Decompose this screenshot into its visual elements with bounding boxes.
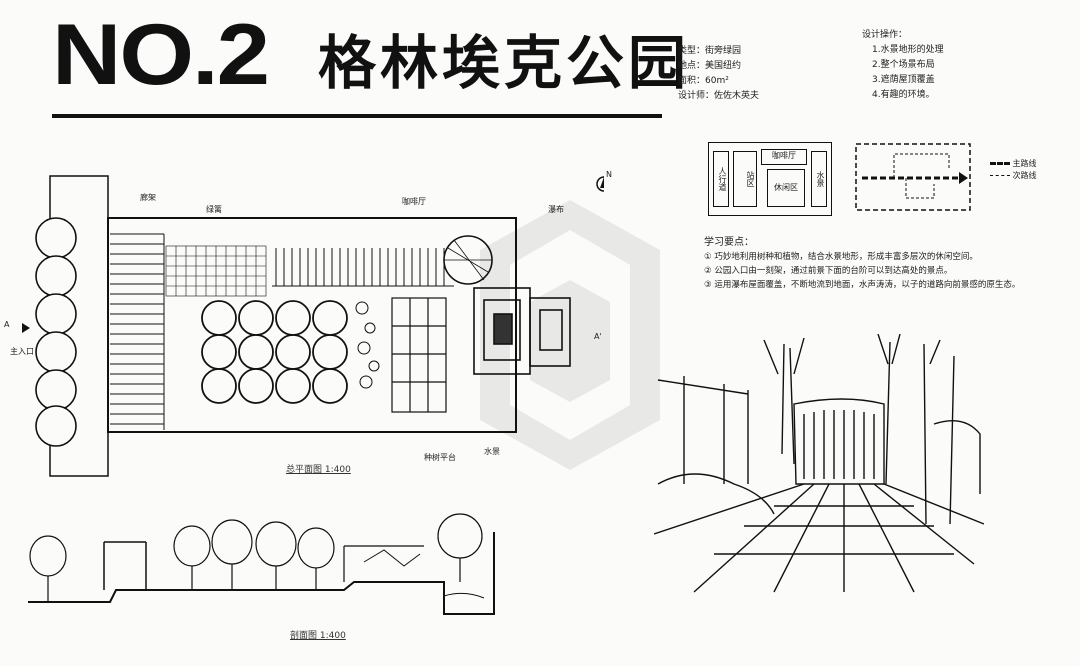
design-point: 3.遮荫屋顶覆盖 — [872, 75, 935, 85]
label-section-a: A — [4, 320, 10, 329]
circulation-diagram — [855, 143, 971, 211]
site-plan — [22, 175, 604, 477]
zone-cafe: 咖啡厅 — [761, 149, 807, 165]
zone-leisure: 休闲区 — [767, 169, 805, 207]
design-points-heading: 设计操作： — [862, 30, 908, 40]
section-drawing — [28, 513, 495, 615]
zone-sidewalk: 人行道 — [713, 151, 729, 207]
info-type: 类型：街旁绿园 — [678, 46, 742, 56]
title-underline — [52, 114, 662, 118]
zoning-diagram: 人行道 站区 咖啡厅 休闲区 水景 — [708, 142, 832, 216]
legend-secondary-route: 次路线 — [1012, 171, 1037, 180]
title-number: NO.2 — [52, 6, 270, 103]
perspective-sketch — [654, 334, 984, 593]
label-cafe: 咖啡厅 — [402, 197, 426, 206]
label-waterfall: 瀑布 — [548, 205, 564, 214]
label-section-a-prime: A' — [594, 332, 602, 341]
learning-point: ① 巧妙地利用树种和植物，结合水景地形，形成丰富多层次的休闲空间。 — [704, 252, 978, 262]
info-designer: 设计师：佐佐木英夫 — [678, 91, 760, 101]
label-planting-platform: 种树平台 — [424, 453, 456, 462]
info-location: 地点：美国纽约 — [678, 61, 742, 71]
zone-station: 站区 — [733, 151, 757, 207]
title-name: 格林埃克公园 — [318, 29, 691, 97]
north-label: N — [606, 170, 612, 179]
label-pergola: 廊架 — [140, 193, 156, 202]
label-water-feature: 水景 — [484, 447, 500, 456]
design-point: 1.水景地形的处理 — [872, 45, 944, 55]
label-main-entrance: 主入口 — [10, 347, 34, 356]
circulation-legend: 主路线 次路线 — [990, 158, 1037, 182]
legend-main-route: 主路线 — [1012, 159, 1037, 168]
learning-points: 学习要点： ① 巧妙地利用树种和植物，结合水景地形，形成丰富多层次的休闲空间。 … — [704, 236, 1034, 292]
label-hedge: 绿篱 — [206, 205, 222, 214]
project-info: 类型：街旁绿园 地点：美国纽约 面积：60m² 设计师：佐佐木英夫 — [678, 44, 828, 104]
section-caption: 剖面图 1:400 — [290, 631, 346, 641]
info-area: 面积：60m² — [678, 76, 729, 86]
learning-point: ② 公园入口由一刻架，通过前景下面的台阶可以到达高处的景点。 — [704, 266, 953, 276]
learning-heading: 学习要点： — [704, 237, 754, 248]
learning-point: ③ 运用瀑布屋面覆盖，不断地流到地面，水声涛涛，以子的道路向前景感的原生态。 — [704, 280, 1021, 290]
zone-water: 水景 — [811, 151, 827, 207]
design-point: 4.有趣的环境。 — [872, 90, 935, 100]
design-point: 2.整个场景布局 — [872, 60, 935, 70]
plan-caption: 总平面图 1:400 — [286, 465, 351, 475]
design-points: 设计操作： 1.水景地形的处理 2.整个场景布局 3.遮荫屋顶覆盖 4.有趣的环… — [862, 28, 1012, 103]
